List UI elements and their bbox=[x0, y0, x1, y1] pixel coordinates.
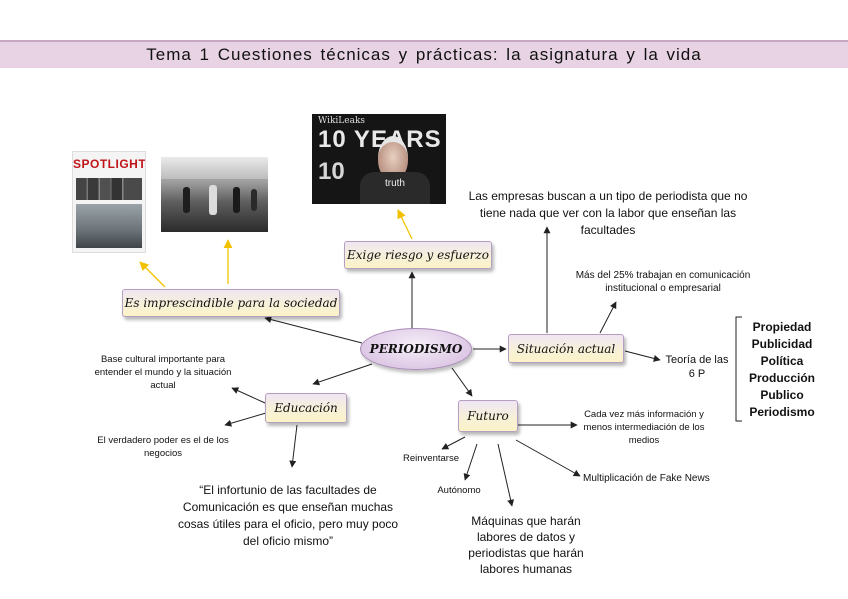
wikileaks-image: WikiLeaks 10 YEARS 10 truth bbox=[312, 114, 446, 204]
arrow-futuro-reinventarse bbox=[441, 436, 466, 450]
node-situacion: Situación actual bbox=[508, 334, 624, 363]
bracket-6p bbox=[735, 316, 742, 422]
spotlight-cast-strip bbox=[76, 178, 142, 200]
spotlight-poster-image: SPOTLIGHT bbox=[72, 151, 146, 253]
text-cada-vez: Cada vez más información y menos interme… bbox=[583, 409, 705, 446]
arrow-futuro-maquinas bbox=[497, 443, 515, 507]
node-imprescindible-label: Es imprescindible para la sociedad bbox=[124, 296, 338, 310]
text-poder-negocios: El verdadero poder es el de los negocios bbox=[97, 435, 229, 459]
list-6p-item-publicidad: Publicidad bbox=[751, 337, 813, 351]
list-6p-item-publico: Publico bbox=[760, 388, 804, 402]
text-reinventarse: Reinventarse bbox=[403, 453, 459, 464]
spotlight-lower-image bbox=[76, 204, 142, 248]
list-6p: Propiedad Publicidad Política Producción… bbox=[742, 319, 822, 421]
wikileaks-label: WikiLeaks bbox=[318, 116, 366, 126]
arrow-situacion-teoria bbox=[624, 350, 661, 362]
node-situacion-label: Situación actual bbox=[516, 341, 616, 356]
text-base-cultural: Base cultural importante para entender e… bbox=[94, 354, 232, 391]
text-fake-news: Multiplicación de Fake News bbox=[583, 473, 710, 484]
page-title: Tema 1 Cuestiones técnicas y prácticas: … bbox=[146, 45, 702, 64]
arrow-futuro-autonomo bbox=[463, 443, 478, 481]
text-maquinas: Máquinas que harán labores de datos y pe… bbox=[468, 514, 584, 576]
text-mas25: Más del 25% trabajan en comunicación ins… bbox=[575, 270, 751, 294]
arrow-center-futuro bbox=[451, 367, 473, 397]
central-node-periodismo: PERIODISMO bbox=[360, 328, 472, 370]
title-banner: Tema 1 Cuestiones técnicas y prácticas: … bbox=[0, 40, 848, 68]
arrow-yellow-spotlight bbox=[139, 261, 166, 288]
arrow-educacion-base bbox=[231, 387, 266, 404]
arrow-educacion-poder bbox=[224, 412, 267, 427]
node-imprescindible: Es imprescindible para la sociedad bbox=[122, 289, 340, 317]
arrow-futuro-fakenews bbox=[515, 439, 581, 477]
central-node-label: PERIODISMO bbox=[369, 342, 463, 356]
spotlight-title: SPOTLIGHT bbox=[73, 157, 146, 171]
node-riesgo-label: Exige riesgo y esfuerzo bbox=[347, 248, 489, 262]
text-autonomo: Autónomo bbox=[437, 485, 481, 496]
list-6p-item-periodismo: Periodismo bbox=[749, 405, 815, 419]
text-empresas: Las empresas buscan a un tipo de periodi… bbox=[468, 189, 748, 237]
arrow-situacion-mas25 bbox=[599, 301, 617, 334]
node-educacion: Educación bbox=[265, 393, 347, 423]
shirt-text: truth bbox=[384, 178, 405, 189]
node-riesgo: Exige riesgo y esfuerzo bbox=[344, 241, 492, 269]
list-6p-item-politica: Política bbox=[760, 354, 804, 368]
arrow-center-imprescindible bbox=[264, 316, 363, 344]
arrow-center-educacion bbox=[312, 363, 373, 386]
node-futuro-label: Futuro bbox=[467, 409, 509, 423]
node-educacion-label: Educación bbox=[274, 401, 338, 415]
arrow-educacion-cita bbox=[289, 424, 298, 468]
list-6p-item-produccion: Producción bbox=[748, 371, 815, 385]
arrow-yellow-wikileaks bbox=[397, 209, 413, 240]
node-futuro: Futuro bbox=[458, 400, 518, 432]
text-teoria-6p: Teoría de las 6 P bbox=[665, 354, 729, 380]
text-cita-facultades: “El infortunio de las facultades de Comu… bbox=[177, 483, 399, 548]
historic-photo-image bbox=[161, 157, 268, 232]
person-shirt: truth bbox=[360, 172, 430, 204]
list-6p-item-propiedad: Propiedad bbox=[752, 320, 812, 334]
